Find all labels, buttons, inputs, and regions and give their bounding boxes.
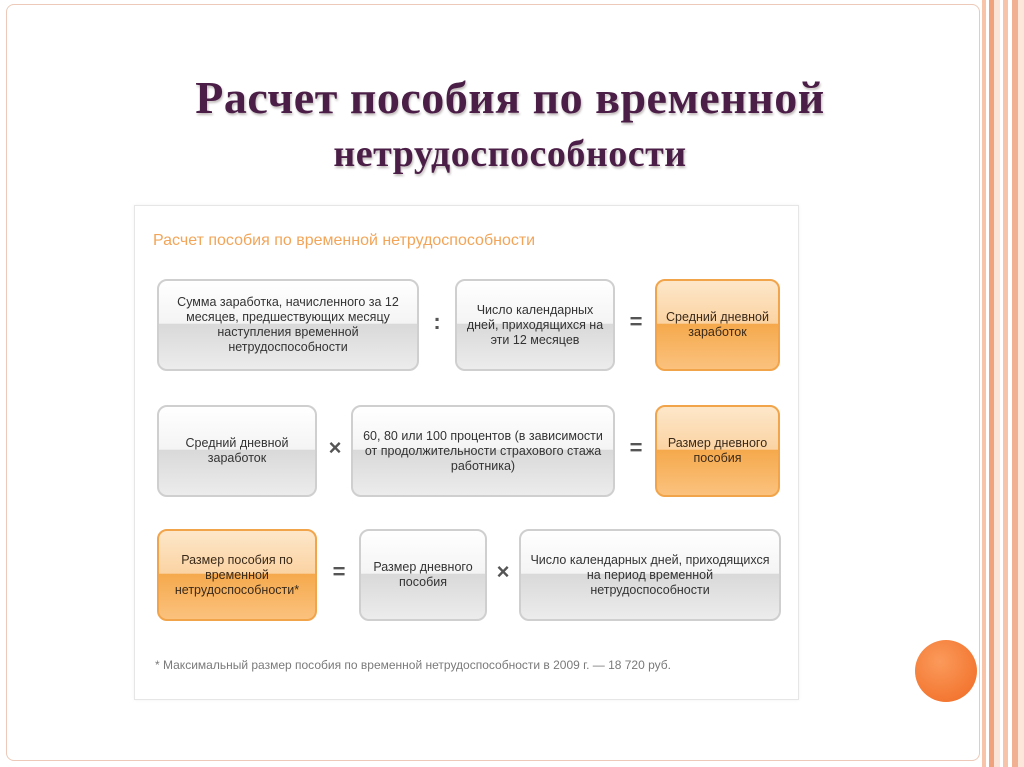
equals-operator-3: = — [332, 559, 346, 584]
diagram-heading: Расчет пособия по временной нетрудоспосо… — [153, 232, 536, 249]
percentage-text: 60, 80 или 100 процентов (в зависимости … — [363, 428, 603, 473]
avg-daily-earnings-box: Средний дневной заработок — [157, 405, 317, 497]
avg-daily-earnings-result-text: Средний дневной заработок — [666, 310, 769, 339]
diagram-panel: Расчет пособия по временной нетрудоспосо… — [134, 205, 799, 700]
divide-operator: : — [433, 309, 441, 334]
equals-operator-2: = — [629, 435, 643, 460]
slide-title-line2: нетрудоспособности — [333, 133, 687, 175]
footnote: * Максимальный размер пособия по временн… — [155, 658, 671, 672]
slide-frame — [6, 4, 980, 761]
earnings-sum-box: Сумма заработка, начисленного за 12 меся… — [157, 279, 419, 371]
incapacity-days-box: Число календарных дней, приходящихся на … — [519, 529, 781, 621]
avg-daily-earnings-text: Средний дневной заработок — [185, 436, 289, 465]
earnings-sum-text: Сумма заработка, начисленного за 12 меся… — [177, 295, 399, 354]
multiply-operator-2: × — [496, 559, 510, 584]
decorative-stripes — [980, 0, 1024, 767]
calendar-days-text: Число календарных дней, приходящихся на … — [466, 302, 604, 347]
daily-benefit-result: Размер дневного пособия — [655, 405, 780, 497]
daily-benefit-text: Размер дневного пособия — [373, 560, 473, 589]
benefit-amount-result-text: Размер пособия по временной нетрудоспосо… — [174, 552, 300, 597]
percentage-box: 60, 80 или 100 процентов (в зависимости … — [351, 405, 615, 497]
daily-benefit-result-text: Размер дневного пособия — [667, 436, 768, 465]
slide-title-line1: Расчет пособия по временной — [195, 72, 825, 123]
slide-title: Расчет пособия по временной нетрудоспосо… — [100, 70, 920, 182]
avg-daily-earnings-result: Средний дневной заработок — [655, 279, 780, 371]
calendar-days-box: Число календарных дней, приходящихся на … — [455, 279, 615, 371]
decorative-circle — [915, 640, 977, 702]
multiply-operator-1: × — [328, 435, 342, 460]
benefit-amount-result: Размер пособия по временной нетрудоспосо… — [157, 529, 317, 621]
daily-benefit-box: Размер дневного пособия — [359, 529, 487, 621]
equals-operator-1: = — [629, 309, 643, 334]
incapacity-days-text: Число календарных дней, приходящихся на … — [530, 552, 770, 597]
